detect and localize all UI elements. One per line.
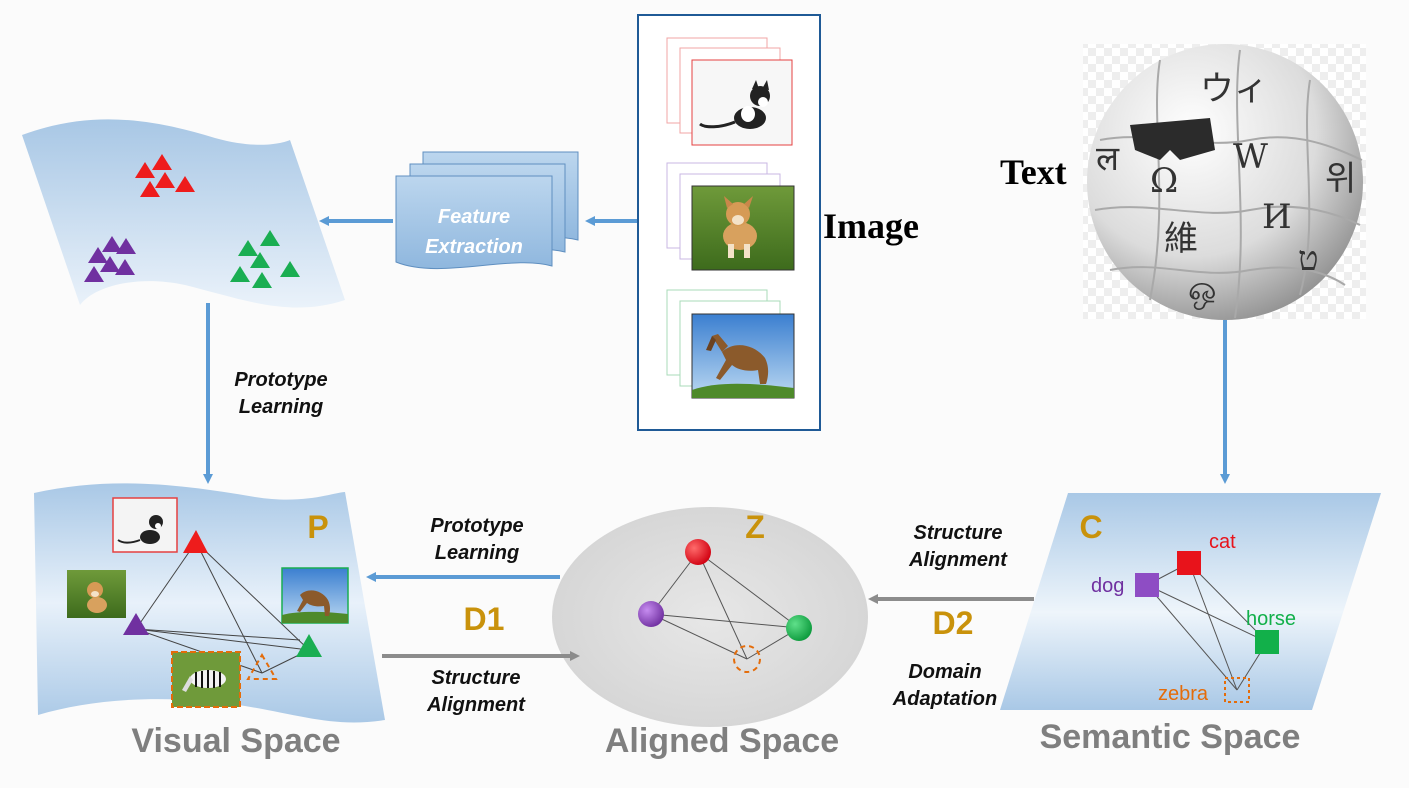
horse-prototype-triangle — [296, 634, 322, 657]
domain-adaptation-label-1: Domain — [908, 661, 981, 683]
globe-icon — [1087, 44, 1363, 320]
prototype-learning-mid-label-2: Learning — [435, 542, 519, 564]
image-label: Image — [823, 206, 919, 246]
zebra-semantic-square — [1224, 677, 1250, 703]
prototype-learning-top-label-2: Learning — [239, 396, 323, 418]
globe-glyph-w: W — [1233, 137, 1268, 177]
semantic-space-title: Semantic Space — [1040, 718, 1301, 756]
globe-glyph-i: И — [1262, 197, 1292, 237]
globe-glyph-la: ल — [1096, 139, 1120, 179]
cat-class-label: cat — [1209, 531, 1236, 553]
dog-semantic-square — [1135, 573, 1159, 597]
feature-space-flag — [22, 119, 345, 308]
dog-class-label: dog — [1091, 575, 1124, 597]
p-label: P — [307, 509, 328, 545]
prototype-learning-mid-label-1: Prototype — [430, 515, 523, 537]
globe-glyph-wi-kr: 위 — [1325, 159, 1356, 199]
globe-glyph-wei: 維 — [1164, 219, 1198, 259]
feature-extraction-label-1: Feature — [438, 206, 510, 228]
prototype-learning-top-label-1: Prototype — [234, 369, 327, 391]
semantic-space: cat dog horse zebra C — [1000, 493, 1381, 710]
zebra-class-label: zebra — [1158, 683, 1209, 705]
structure-alignment-right-label-1: Structure — [914, 522, 1003, 544]
cat-thumbnail — [112, 497, 178, 553]
red-triangle-cluster — [135, 154, 195, 197]
zebra-thumbnail — [171, 651, 241, 708]
horse-thumbnail — [281, 567, 349, 624]
d1-label: D1 — [464, 601, 505, 637]
green-triangle-cluster — [230, 230, 300, 288]
globe-glyph-tet: ט — [1298, 239, 1319, 279]
cat-photo — [699, 80, 770, 129]
horse-semantic-square — [1255, 630, 1279, 654]
wikipedia-globe: Ω W И 維 ウィ ल 위 ט ஒ — [1083, 44, 1366, 320]
cat-aligned-circle — [685, 539, 711, 565]
cat-prototype-triangle — [183, 530, 208, 553]
dog-prototype-triangle — [123, 613, 149, 635]
cat-image-stack — [666, 37, 793, 146]
globe-glyph-omega: Ω — [1150, 161, 1178, 201]
c-label: C — [1079, 509, 1102, 545]
horse-photo — [692, 334, 794, 398]
dog-aligned-circle — [638, 601, 664, 627]
zebra-unseen-triangle — [246, 653, 278, 680]
feature-extraction-label-2: Extraction — [425, 236, 523, 258]
aligned-space: Z — [552, 507, 868, 727]
z-label: Z — [745, 509, 765, 545]
horse-aligned-circle — [786, 615, 812, 641]
visual-space: P — [34, 483, 385, 723]
structure-alignment-left-label-2: Alignment — [426, 694, 526, 716]
dog-thumbnail — [67, 570, 126, 618]
visual-space-title: Visual Space — [131, 722, 340, 760]
aligned-space-title: Aligned Space — [605, 722, 839, 760]
globe-glyph-o: ஒ — [1188, 269, 1217, 310]
image-panel — [637, 14, 821, 431]
missing-puzzle-piece — [1130, 118, 1215, 160]
horse-class-label: horse — [1246, 608, 1296, 630]
structure-alignment-right-label-2: Alignment — [908, 549, 1008, 571]
cat-semantic-square — [1177, 551, 1201, 575]
structure-alignment-left-label-1: Structure — [432, 667, 521, 689]
dog-image-stack — [666, 162, 795, 271]
zebra-aligned-circle — [733, 645, 761, 673]
d2-label: D2 — [933, 605, 974, 641]
feature-extraction-box: Feature Extraction — [395, 151, 579, 270]
horse-image-stack — [666, 289, 795, 399]
dog-photo — [723, 196, 757, 258]
text-label: Text — [1000, 152, 1067, 192]
domain-adaptation-label-2: Adaptation — [892, 688, 997, 710]
purple-triangle-cluster — [84, 236, 136, 282]
globe-glyph-wi: ウィ — [1200, 69, 1268, 109]
